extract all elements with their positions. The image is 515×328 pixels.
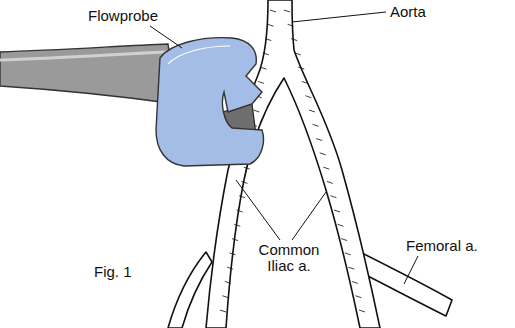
shading-stroke — [309, 110, 315, 112]
probe-handle-highlight — [0, 52, 166, 60]
shading-stroke — [263, 53, 269, 55]
leader-line — [404, 256, 418, 284]
part-label: Femoral a. — [404, 238, 480, 254]
part-label: Aorta — [388, 4, 428, 20]
shading-stroke — [241, 181, 247, 183]
shading-stroke — [253, 110, 259, 112]
shading-stroke — [352, 281, 358, 283]
shading-stroke — [239, 196, 245, 198]
shading-stroke — [291, 39, 297, 41]
shading-stroke — [268, 24, 274, 26]
shading-stroke — [316, 139, 322, 141]
shading-stroke — [265, 39, 271, 41]
shading-stroke — [260, 67, 266, 69]
shading-stroke — [323, 167, 329, 169]
probe-head — [156, 38, 264, 166]
shading-stroke — [220, 310, 226, 312]
shading-stroke — [355, 296, 361, 298]
shading-stroke — [330, 196, 336, 198]
shading-stroke — [348, 267, 354, 269]
shading-stroke — [284, 10, 290, 12]
shading-stroke — [327, 181, 333, 183]
shading-stroke — [338, 224, 344, 226]
shading-stroke — [225, 281, 231, 283]
leader-line — [236, 180, 280, 240]
part-label: Common Iliac a. — [254, 242, 324, 274]
leader-line — [292, 12, 386, 22]
shading-stroke — [227, 267, 233, 269]
shading-stroke — [320, 153, 326, 155]
shading-stroke — [334, 210, 340, 212]
shading-stroke — [295, 53, 301, 55]
shading-stroke — [237, 210, 243, 212]
shading-stroke — [270, 10, 276, 12]
shading-stroke — [244, 167, 250, 169]
shading-stroke — [258, 81, 264, 83]
probe-handle — [0, 44, 176, 104]
probe-head-edge — [168, 46, 230, 64]
shading-stroke — [298, 67, 304, 69]
leader-line — [292, 192, 326, 240]
leader-lines — [150, 12, 418, 284]
shading-stroke — [232, 239, 238, 241]
shading-stroke — [359, 310, 365, 312]
leader-line — [150, 26, 182, 48]
shading-stroke — [222, 296, 228, 298]
shading-stroke — [302, 81, 308, 83]
shading-stroke — [234, 224, 240, 226]
shading-stroke — [313, 124, 319, 126]
shading-stroke — [230, 253, 236, 255]
part-label: Flowprobe — [86, 8, 160, 24]
shading-stroke — [345, 253, 351, 255]
branch-artery — [168, 252, 212, 328]
shading-stroke — [341, 239, 347, 241]
figure-number: Fig. 1 — [92, 264, 134, 280]
shading-stroke — [288, 24, 294, 26]
shading-stroke — [305, 96, 311, 98]
